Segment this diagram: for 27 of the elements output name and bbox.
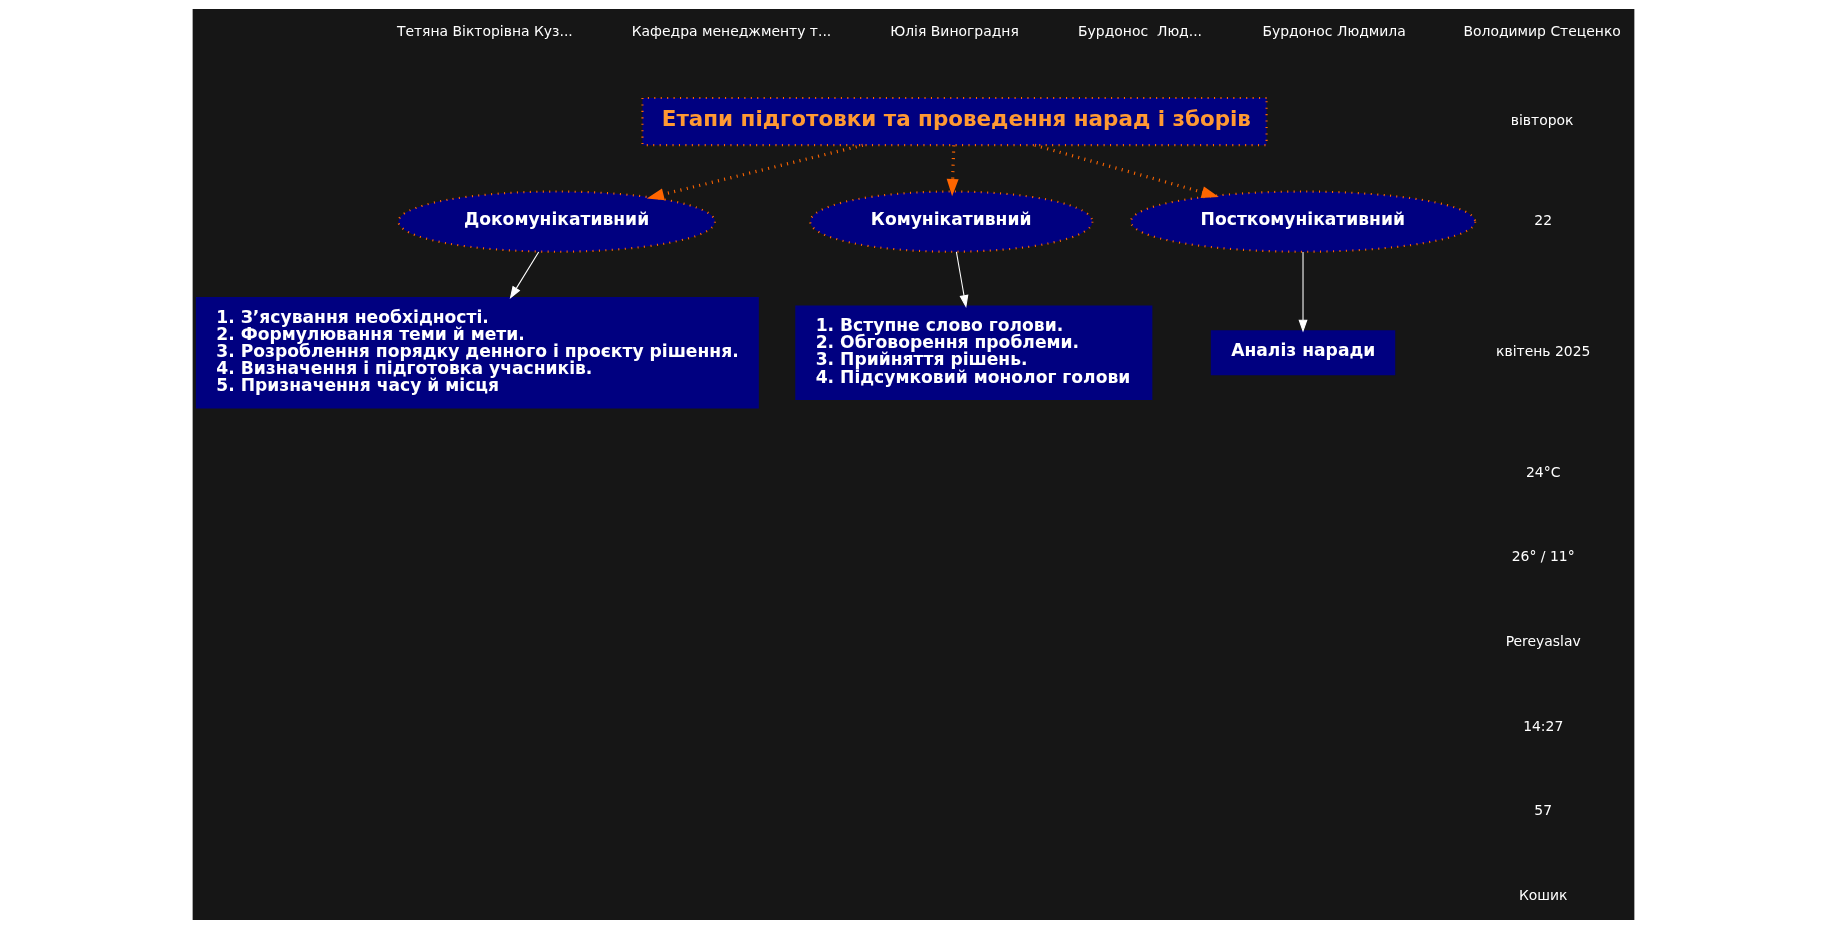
label: 57	[1534, 801, 1553, 818]
label: Володимир Стеценко	[1463, 22, 1621, 39]
arrow	[955, 250, 969, 308]
node-ellipse: Комунікативний	[809, 189, 1094, 253]
label: Pereyaslav	[1505, 632, 1581, 649]
node-ellipse: Посткомунікативний	[1129, 189, 1477, 253]
node-box: Аналіз наради	[1210, 329, 1396, 375]
label: квітень 2025	[1496, 342, 1591, 359]
arrow	[1034, 143, 1219, 198]
label: 14:27	[1523, 717, 1564, 734]
label: Бурдонос Людмила	[1262, 22, 1406, 39]
label: Юлія Виноградня	[890, 22, 1019, 39]
label: вівторок	[1510, 111, 1574, 128]
label: Кафедра менеджменту т...	[631, 22, 832, 39]
arrow	[509, 250, 540, 299]
arrow	[646, 143, 864, 200]
label: Бурдонос Люд...	[1078, 22, 1203, 39]
node-box: Етапи підготовки та проведення нарад і зборів	[641, 96, 1268, 146]
label: Тетяна Вікторівна Куз...	[396, 22, 573, 39]
label: 26° / 11°	[1511, 547, 1575, 564]
node-box: 1. З’ясування необхідності. 2. Формулювання теми й мети. 3. Розроблення порядку денного і проєкту рішення. 4. Визначення і підготовка учасників. 5. Призначення часу й місця	[195, 296, 759, 408]
node-box: 1. Вступне слово голови. 2. Обговорення проблеми. 3. Прийняття рішень. 4. Підсумковий монолог голови	[795, 305, 1153, 400]
label: Кошик	[1518, 886, 1568, 903]
arrow	[946, 144, 959, 196]
label: 22	[1534, 211, 1553, 228]
arrow	[1298, 250, 1308, 333]
label: 24°C	[1526, 462, 1561, 479]
